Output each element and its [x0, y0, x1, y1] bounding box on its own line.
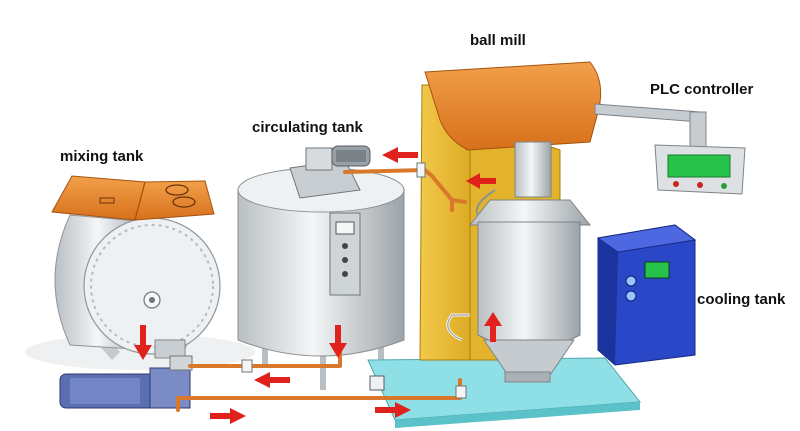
pipe-circ-to-mill [343, 168, 467, 204]
label-mixing-tank: mixing tank [60, 148, 144, 165]
cooling-tank [596, 224, 697, 366]
screen-icon [667, 154, 731, 178]
mixing-tank [51, 175, 221, 362]
red-flow-arrow [382, 147, 418, 163]
red-flow-arrow [484, 312, 502, 342]
circulating-tank-gearbox [305, 147, 333, 171]
pipe-mix-to-circ [188, 348, 342, 368]
label-ball-mill: ball mill [470, 32, 526, 49]
mixing-tank-outlet-valve [154, 339, 186, 359]
red-flow-arrow [134, 325, 152, 360]
red-flow-arrow [375, 402, 411, 418]
label-cooling-tank: cooling tank [697, 291, 786, 308]
mixing-tank-end-plate [83, 217, 221, 355]
ball-mill-head [424, 61, 602, 151]
red-flow-arrow [210, 408, 246, 424]
circulating-tank-body [237, 189, 405, 357]
red-flow-arrow-group [134, 147, 502, 424]
mixing-tank-lid-right [134, 180, 215, 221]
red-flow-arrow [329, 325, 347, 358]
red-flow-arrow [466, 173, 496, 189]
plc-controller [594, 103, 746, 195]
label-plc-controller: PLC controller [650, 81, 754, 98]
mixing-tank-bolt-ring [90, 224, 214, 348]
red-flow-arrow [254, 372, 290, 388]
junction-box [369, 375, 385, 391]
pump-head [149, 367, 191, 409]
transfer-pump [59, 355, 385, 409]
ball-mill [367, 61, 641, 428]
circulating-tank [237, 145, 405, 390]
cooling-tank-screen-icon [644, 261, 670, 279]
mixing-tank-lid-left [51, 175, 146, 221]
label-circulating-tank: circulating tank [252, 119, 363, 136]
